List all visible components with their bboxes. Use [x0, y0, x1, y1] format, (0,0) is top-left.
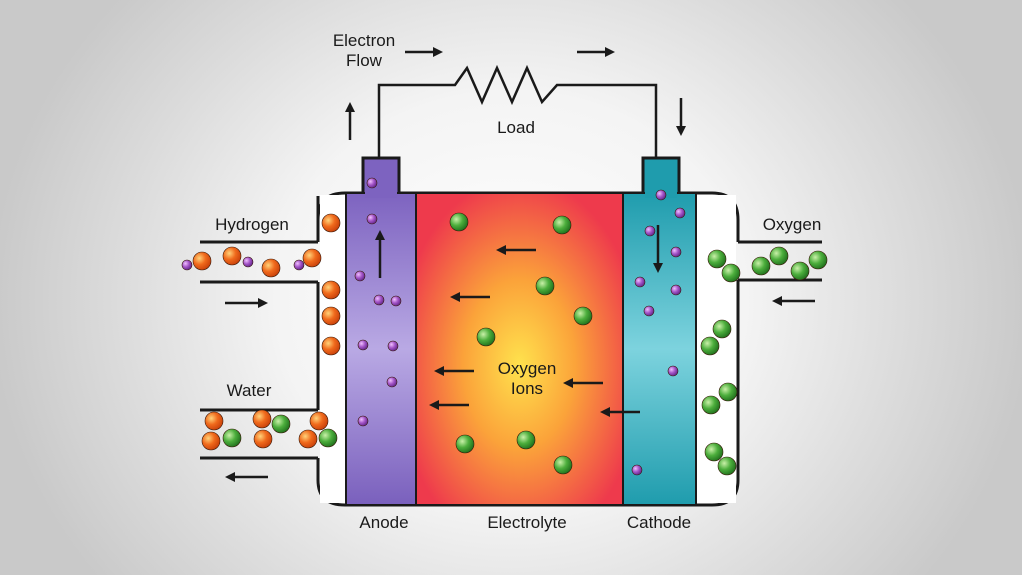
hydrogen-particle [321, 336, 341, 356]
ion-migration-arrow [496, 245, 536, 255]
oxygen-molecule [721, 263, 741, 283]
oxygen-inflow-arrow [772, 296, 815, 306]
water-oxygen-particle [222, 428, 242, 448]
electron-flow-arrow [577, 47, 615, 57]
electrolyte-label: Electrolyte [487, 513, 566, 532]
electron-flow-arrow [345, 102, 355, 140]
electron [644, 225, 656, 237]
oxygen-ions-label-line2: Ions [511, 379, 543, 398]
electron [357, 339, 369, 351]
flow-arrows [225, 47, 815, 482]
electron [366, 177, 378, 189]
oxygen-label: Oxygen [763, 215, 822, 234]
ion-migration-arrow [563, 378, 603, 388]
water-hydrogen-particle [204, 411, 224, 431]
oxygen-ion [535, 276, 555, 296]
electron-flow-label-line1: Electron [333, 31, 395, 50]
electron [354, 270, 366, 282]
external-circuit-wire [377, 64, 658, 158]
ion-migration-arrow [600, 407, 640, 417]
hydrogen-particle [261, 258, 281, 278]
electron [390, 295, 402, 307]
water-hydrogen-particle [309, 411, 329, 431]
oxygen-ion [553, 455, 573, 475]
electron [643, 305, 655, 317]
hydrogen-particle [192, 251, 212, 271]
electron [674, 207, 686, 219]
oxygen-molecule [808, 250, 828, 270]
water-oxygen-particle [271, 414, 291, 434]
ion-migration-arrow [450, 292, 490, 302]
electron [373, 294, 385, 306]
hydrogen-pipe [200, 240, 318, 284]
water-hydrogen-particle [253, 429, 273, 449]
electron [357, 415, 369, 427]
electron [670, 246, 682, 258]
electron [655, 189, 667, 201]
water-outflow-arrow [225, 472, 268, 482]
electron [631, 464, 643, 476]
oxygen-molecule [704, 442, 724, 462]
ion-migration-arrow [434, 366, 474, 376]
electron-flow-arrow [676, 98, 686, 136]
electron [386, 376, 398, 388]
electron [387, 340, 399, 352]
electron [670, 284, 682, 296]
oxygen-ion [552, 215, 572, 235]
electron [293, 259, 305, 271]
oxygen-molecule [707, 249, 727, 269]
hydrogen-particle [321, 306, 341, 326]
water-oxygen-particle [318, 428, 338, 448]
electron [634, 276, 646, 288]
ion-migration-arrow [429, 400, 469, 410]
oxygen-molecule [701, 395, 721, 415]
oxygen-molecule [717, 456, 737, 476]
oxygen-molecule [769, 246, 789, 266]
water-label: Water [227, 381, 272, 400]
electron [242, 256, 254, 268]
cathode [622, 192, 697, 506]
hydrogen-inflow-arrow [225, 298, 268, 308]
water-hydrogen-particle [298, 429, 318, 449]
electron-flow-arrow [405, 47, 443, 57]
oxygen-ion [455, 434, 475, 454]
cathode-label: Cathode [627, 513, 691, 532]
particles [181, 177, 828, 476]
oxygen-ion [449, 212, 469, 232]
oxygen-ions-label-line1: Oxygen [498, 359, 557, 378]
anode-electron-arrow [375, 230, 385, 278]
electron [667, 365, 679, 377]
oxygen-ion [516, 430, 536, 450]
hydrogen-particle [321, 280, 341, 300]
hydrogen-particle [302, 248, 322, 268]
oxygen-molecule [751, 256, 771, 276]
oxygen-molecule [790, 261, 810, 281]
hydrogen-particle [321, 213, 341, 233]
oxygen-molecule [700, 336, 720, 356]
water-hydrogen-particle [201, 431, 221, 451]
oxygen-molecule [712, 319, 732, 339]
electron [181, 259, 193, 271]
oxygen-molecule [718, 382, 738, 402]
oxygen-ion [573, 306, 593, 326]
electron-flow-label-line2: Flow [346, 51, 383, 70]
load-label: Load [497, 118, 535, 137]
oxygen-ion [476, 327, 496, 347]
oxygen-pipe [738, 240, 822, 282]
hydrogen-label: Hydrogen [215, 215, 289, 234]
hydrogen-particle [222, 246, 242, 266]
electron [366, 213, 378, 225]
water-hydrogen-particle [252, 409, 272, 429]
anode-label: Anode [359, 513, 408, 532]
electrolyte [415, 192, 624, 506]
water-pipe [200, 408, 318, 460]
cathode-electron-arrow [653, 225, 663, 273]
